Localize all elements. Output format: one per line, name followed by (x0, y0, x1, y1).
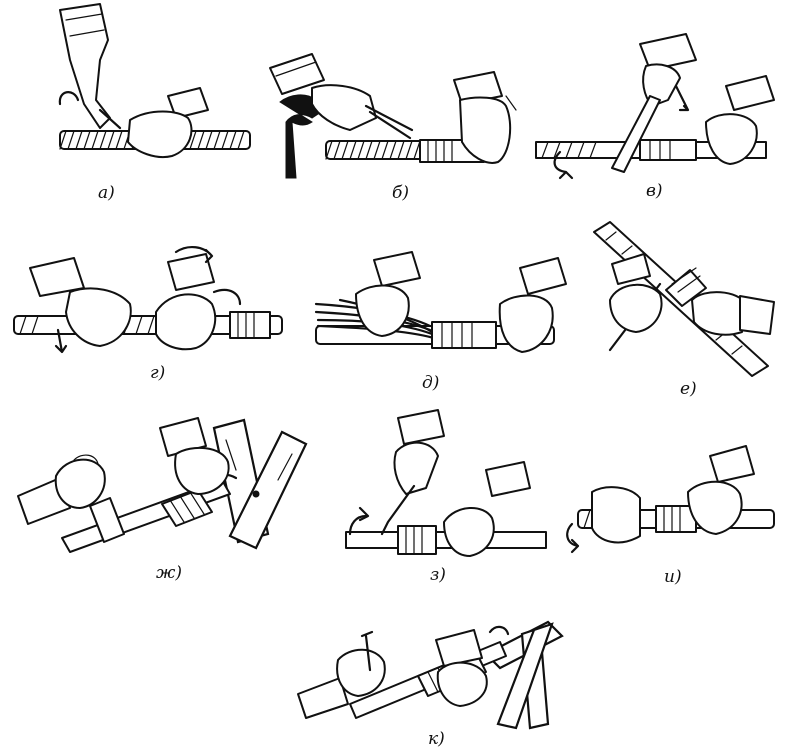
caption-a: а) (98, 183, 115, 203)
caption-b: б) (392, 183, 409, 203)
panel-z: з) (345, 409, 547, 585)
caption-v: в) (646, 181, 663, 201)
knife-stripping-cable-icon (535, 33, 775, 180)
hand-bending-wire-icon (58, 3, 251, 158)
tool-bending-wire-icon (345, 409, 547, 557)
panel-i: и) (566, 445, 775, 587)
pliers-cutting-wires-icon (269, 53, 517, 179)
caption-e: е) (680, 379, 697, 399)
hands-twisting-cable-icon (13, 246, 283, 354)
panel-v: в) (535, 33, 775, 201)
caption-i: и) (664, 567, 682, 587)
wrapping-wire-icon (593, 221, 775, 377)
caption-z: з) (430, 565, 446, 585)
finishing-joint-on-trestle-icon (297, 620, 564, 730)
panel-e: е) (593, 221, 775, 399)
cable-on-trestle-icon (17, 417, 308, 553)
caption-zh: ж) (156, 563, 182, 583)
fanned-wire-ends-icon (314, 251, 567, 353)
panel-d: д) (314, 251, 567, 393)
caption-d: д) (422, 373, 439, 393)
panel-g: г) (13, 246, 283, 383)
panel-k: к) (297, 620, 564, 749)
caption-g: г) (150, 363, 165, 383)
turning-cable-icon (566, 445, 775, 554)
panel-a: а) (58, 3, 251, 203)
caption-k: к) (428, 729, 445, 749)
panel-zh: ж) (17, 417, 308, 583)
panel-b: б) (269, 53, 517, 203)
